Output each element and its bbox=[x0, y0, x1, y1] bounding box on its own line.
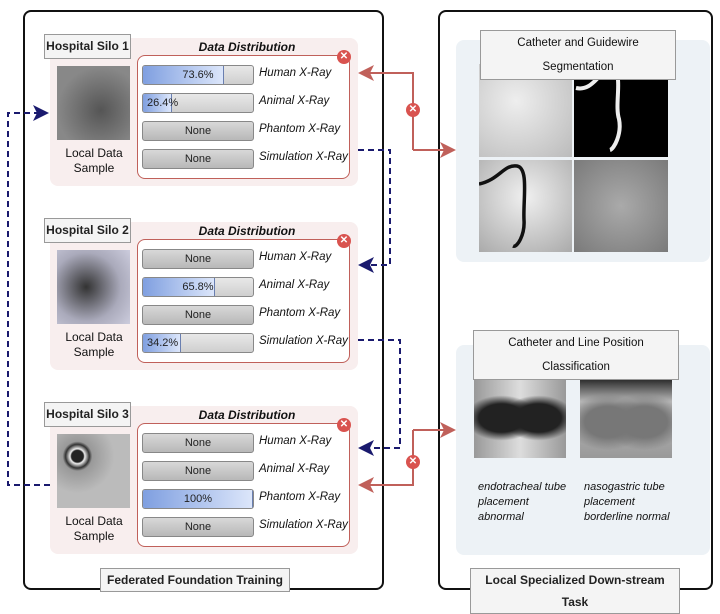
distribution-row: 65.8% Animal X-Ray bbox=[142, 277, 347, 297]
chest-xray-image-1 bbox=[474, 378, 566, 458]
close-icon: ✕ bbox=[406, 103, 420, 117]
red-arrow-silo1 bbox=[358, 65, 414, 150]
row-label: Phantom X-Ray bbox=[259, 123, 341, 135]
distribution-bar: 100% bbox=[142, 489, 254, 509]
bar-value: 100% bbox=[183, 493, 213, 505]
dashed-silo3-to-silo1 bbox=[7, 105, 50, 486]
bar-value: 26.4% bbox=[147, 97, 179, 109]
local-data-sample-image bbox=[57, 66, 130, 140]
distribution-row: None Phantom X-Ray bbox=[142, 305, 347, 325]
dashed-silo2-to-silo3 bbox=[358, 339, 401, 456]
row-label: Human X-Ray bbox=[259, 67, 332, 79]
distribution-row: 26.4% Animal X-Ray bbox=[142, 93, 347, 113]
data-distribution-title: Data Distribution bbox=[198, 40, 296, 54]
row-label: Human X-Ray bbox=[259, 435, 332, 447]
silo-title: Hospital Silo 1 bbox=[44, 34, 131, 59]
classification-title: Catheter and Line Position Classificatio… bbox=[473, 330, 679, 380]
hospital-silo-2: Hospital Silo 2 Local Data Sample Data D… bbox=[44, 218, 358, 370]
dashed-silo1-to-silo2 bbox=[358, 149, 391, 273]
federated-training-label: Federated Foundation Training bbox=[100, 568, 290, 592]
close-icon[interactable]: ✕ bbox=[337, 234, 351, 248]
distribution-bar: 73.6% bbox=[142, 65, 254, 85]
red-arrow-silo3 bbox=[358, 430, 414, 493]
close-icon[interactable]: ✕ bbox=[337, 418, 351, 432]
row-label: Simulation X-Ray bbox=[259, 151, 348, 163]
row-label: Simulation X-Ray bbox=[259, 519, 348, 531]
bar-fill bbox=[143, 490, 253, 508]
distribution-bar: None bbox=[142, 249, 254, 269]
distribution-row: 34.2% Simulation X-Ray bbox=[142, 333, 348, 353]
distribution-bar: 26.4% bbox=[142, 93, 254, 113]
distribution-bar: None bbox=[142, 461, 254, 481]
bar-value: None bbox=[184, 437, 212, 449]
data-distribution-box: ✕ 73.6% Human X-Ray 26.4% Animal X-Ray N… bbox=[137, 50, 351, 179]
bar-fill bbox=[143, 334, 181, 352]
seg-raw-image bbox=[574, 160, 668, 252]
caption-1: endotracheal tube placement abnormal bbox=[478, 481, 567, 523]
sample-caption: Local Data Sample bbox=[65, 514, 123, 543]
data-distribution-title: Data Distribution bbox=[198, 224, 296, 238]
bar-value: 65.8% bbox=[182, 281, 214, 293]
bar-value: None bbox=[184, 153, 212, 165]
distribution-bar: None bbox=[142, 433, 254, 453]
bar-fill bbox=[143, 278, 216, 296]
distribution-row: None Simulation X-Ray bbox=[142, 149, 348, 169]
distribution-bar: None bbox=[142, 149, 254, 169]
row-label: Human X-Ray bbox=[259, 251, 332, 263]
distribution-row: 100% Phantom X-Ray bbox=[142, 489, 347, 509]
bar-fill bbox=[143, 94, 173, 112]
bar-value: 73.6% bbox=[182, 69, 214, 81]
distribution-bar: None bbox=[142, 517, 254, 537]
close-icon: ✕ bbox=[406, 455, 420, 469]
bar-value: None bbox=[184, 253, 212, 265]
silo-title: Hospital Silo 3 bbox=[44, 402, 131, 427]
bar-value: None bbox=[184, 309, 212, 321]
local-data-sample-image bbox=[57, 434, 130, 508]
distribution-row: None Phantom X-Ray bbox=[142, 121, 347, 141]
distribution-row: None Human X-Ray bbox=[142, 249, 347, 269]
classification-panel: endotracheal tube placement abnormal nas… bbox=[456, 345, 710, 555]
caption-2: nasogastric tube placement borderline no… bbox=[584, 481, 670, 523]
sample-caption: Local Data Sample bbox=[65, 146, 123, 175]
bar-value: 34.2% bbox=[147, 337, 179, 349]
distribution-row: None Animal X-Ray bbox=[142, 461, 347, 481]
row-label: Animal X-Ray bbox=[259, 463, 330, 475]
seg-overlay-image bbox=[478, 160, 572, 252]
distribution-row: None Simulation X-Ray bbox=[142, 517, 348, 537]
row-label: Phantom X-Ray bbox=[259, 307, 341, 319]
bar-value: None bbox=[184, 125, 212, 137]
distribution-bar: None bbox=[142, 121, 254, 141]
distribution-bar: None bbox=[142, 305, 254, 325]
data-distribution-box: ✕ None Human X-Ray 65.8% Animal X-Ray No… bbox=[137, 234, 351, 363]
row-label: Simulation X-Ray bbox=[259, 335, 348, 347]
distribution-bar: 34.2% bbox=[142, 333, 254, 353]
row-label: Phantom X-Ray bbox=[259, 491, 341, 503]
silo-title: Hospital Silo 2 bbox=[44, 218, 131, 243]
distribution-bar: 65.8% bbox=[142, 277, 254, 297]
hospital-silo-1: Hospital Silo 1 Local Data Sample Data D… bbox=[44, 34, 358, 186]
row-label: Animal X-Ray bbox=[259, 95, 330, 107]
sample-caption: Local Data Sample bbox=[65, 330, 123, 359]
distribution-row: 73.6% Human X-Ray bbox=[142, 65, 347, 85]
data-distribution-title: Data Distribution bbox=[198, 408, 296, 422]
data-distribution-box: ✕ None Human X-Ray None Animal X-Ray 100… bbox=[137, 418, 351, 547]
chest-xray-image-2 bbox=[580, 378, 672, 458]
bar-value: None bbox=[184, 521, 212, 533]
bar-value: None bbox=[184, 465, 212, 477]
segmentation-title: Catheter and Guidewire Segmentation bbox=[480, 30, 676, 80]
hospital-silo-3: Hospital Silo 3 Local Data Sample Data D… bbox=[44, 402, 358, 554]
local-data-sample-image bbox=[57, 250, 130, 324]
close-icon[interactable]: ✕ bbox=[337, 50, 351, 64]
bar-fill bbox=[143, 66, 224, 84]
row-label: Animal X-Ray bbox=[259, 279, 330, 291]
distribution-row: None Human X-Ray bbox=[142, 433, 347, 453]
